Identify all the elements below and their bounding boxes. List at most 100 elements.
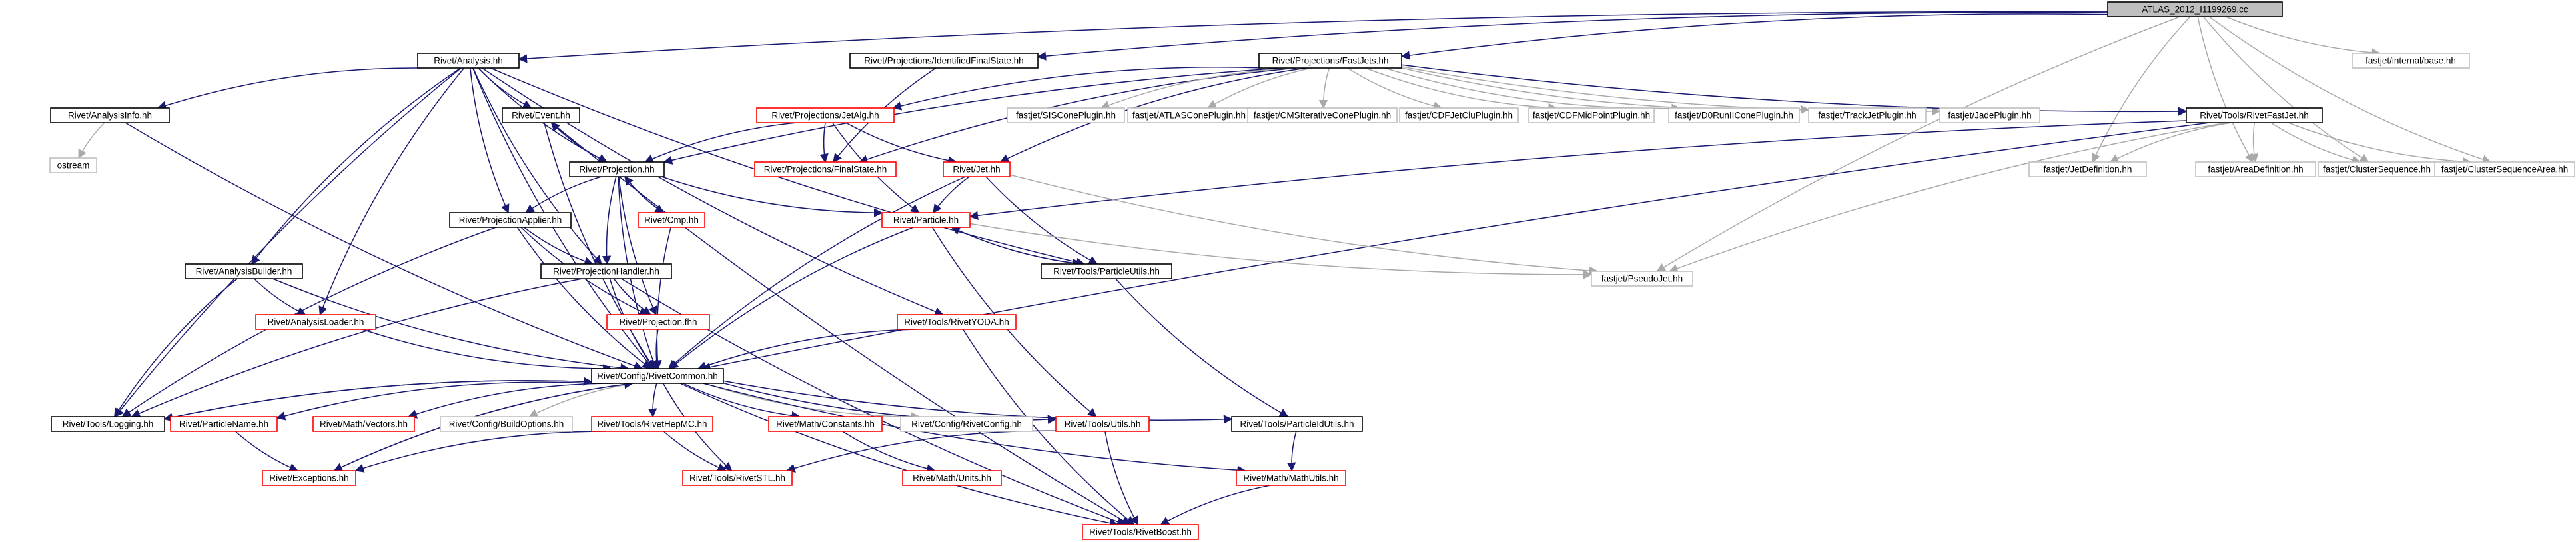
- edge-projection-to-projhandler: [602, 176, 617, 265]
- node-label: Rivet/Projections/IdentifiedFinalState.h…: [864, 56, 1023, 66]
- node-analysis[interactable]: Rivet/Analysis.hh: [417, 53, 520, 69]
- node-label: Rivet/Tools/RivetYODA.hh: [904, 317, 1009, 327]
- node-box: [49, 157, 97, 173]
- node-rivetcommon[interactable]: Rivet/Config/RivetCommon.hh: [591, 368, 724, 384]
- edge-rivethepmc-to-rivetstl: [663, 431, 727, 472]
- node-cmp[interactable]: Rivet/Cmp.hh: [638, 212, 705, 228]
- node-particleidutils[interactable]: Rivet/Tools/ParticleIdUtils.hh: [1231, 416, 1363, 432]
- node-exceptions[interactable]: Rivet/Exceptions.hh: [262, 470, 356, 486]
- node-jetalg[interactable]: Rivet/Projections/JetAlg.hh: [756, 107, 895, 123]
- edge-analysisbuilder-to-analysisloader: [254, 278, 306, 315]
- node-label: fastjet/JetDefinition.hh: [2044, 165, 2132, 175]
- edge-projapplier-to-projhandler: [524, 227, 594, 266]
- node-projhandler[interactable]: Rivet/ProjectionHandler.hh: [540, 263, 672, 279]
- node-box: [638, 212, 705, 228]
- node-label: fastjet/AreaDefinition.hh: [2208, 165, 2303, 175]
- node-box: [1231, 416, 1363, 432]
- node-box: [2186, 107, 2323, 123]
- node-rivetboost[interactable]: Rivet/Tools/RivetBoost.hh: [1082, 524, 1199, 540]
- node-box: [606, 314, 710, 330]
- edge-rivetyoda-to-rivetcommon: [697, 329, 917, 371]
- node-cdfjetclu: fastjet/CDFJetCluPlugin.hh: [1399, 107, 1519, 123]
- node-analysisloader[interactable]: Rivet/AnalysisLoader.hh: [255, 314, 376, 330]
- node-label: fastjet/D0RunIIConePlugin.hh: [1675, 111, 1793, 121]
- node-analysisbuilder[interactable]: Rivet/AnalysisBuilder.hh: [185, 263, 303, 279]
- edge-jet-to-particle: [933, 176, 970, 214]
- node-label: Rivet/Config/RivetConfig.hh: [911, 419, 1022, 429]
- node-analysisinfo[interactable]: Rivet/AnalysisInfo.hh: [50, 107, 170, 123]
- node-logging[interactable]: Rivet/Tools/Logging.hh: [51, 416, 165, 432]
- edge-analysis-to-logging: [115, 67, 462, 418]
- node-label: Rivet/Tools/RivetFastJet.hh: [2200, 111, 2309, 121]
- node-projectionfhh[interactable]: Rivet/Projection.fhh: [606, 314, 710, 330]
- edge-rivetfastjet-to-clusterseq: [2270, 122, 2361, 165]
- edge-rivetcommon-to-particlename: [276, 381, 592, 421]
- node-event[interactable]: Rivet/Event.hh: [502, 107, 580, 123]
- edge-projapplier-to-rivetcommon: [516, 227, 651, 369]
- node-mathutils[interactable]: Rivet/Math/MathUtils.hh: [1236, 470, 1346, 486]
- node-label: Rivet/Projection.hh: [579, 165, 654, 175]
- node-box: [943, 161, 1011, 177]
- edge-root-to-fastjets: [1400, 13, 2108, 60]
- node-atlascone: fastjet/ATLASConePlugin.hh: [1127, 107, 1251, 123]
- edge-projection-to-particle: [661, 176, 883, 217]
- node-box: [591, 368, 724, 384]
- node-idfs[interactable]: Rivet/Projections/IdentifiedFinalState.h…: [849, 53, 1039, 69]
- edge-analysisbuilder-to-rivetcommon: [272, 278, 630, 373]
- node-box: [682, 470, 793, 486]
- node-label: Rivet/ProjectionApplier.hh: [459, 215, 562, 225]
- node-fastjets[interactable]: Rivet/Projections/FastJets.hh: [1258, 53, 1402, 69]
- node-utils[interactable]: Rivet/Tools/Utils.hh: [1055, 416, 1150, 432]
- node-box: [255, 314, 376, 330]
- node-vectors[interactable]: Rivet/Math/Vectors.hh: [312, 416, 415, 432]
- node-rivethepmc[interactable]: Rivet/Tools/RivetHepMC.hh: [591, 416, 713, 432]
- node-particleutils[interactable]: Rivet/Tools/ParticleUtils.hh: [1041, 263, 1172, 279]
- node-label: Rivet/Exceptions.hh: [269, 473, 348, 483]
- node-root[interactable]: ATLAS_2012_I1199269.cc: [2107, 1, 2283, 17]
- edge-rivetcommon-to-rivetconfig: [704, 383, 921, 421]
- node-rivetyoda[interactable]: Rivet/Tools/RivetYODA.hh: [897, 314, 1017, 330]
- edge-fastjets-to-trackjet: [1401, 67, 1810, 115]
- node-box: [1247, 107, 1398, 123]
- edges-layer: [78, 11, 2491, 528]
- node-rivetfastjet[interactable]: Rivet/Tools/RivetFastJet.hh: [2186, 107, 2323, 123]
- node-label: Rivet/Tools/RivetBoost.hh: [1089, 527, 1192, 537]
- edge-projectionfhh-to-rivetcommon: [651, 329, 661, 370]
- node-clusterseqarea: fastjet/ClusterSequenceArea.hh: [2434, 161, 2575, 177]
- node-label: fastjet/ATLASConePlugin.hh: [1132, 111, 1246, 121]
- node-rivetstl[interactable]: Rivet/Tools/RivetSTL.hh: [682, 470, 793, 486]
- node-clusterseq: fastjet/ClusterSequence.hh: [2318, 161, 2436, 177]
- edge-utils-to-rivetstl: [786, 430, 1057, 473]
- node-jet[interactable]: Rivet/Jet.hh: [943, 161, 1011, 177]
- edge-jet-to-rivetcommon: [667, 176, 966, 369]
- node-box: [449, 212, 572, 228]
- node-cmsiter: fastjet/CMSIterativeConePlugin.hh: [1247, 107, 1398, 123]
- node-box: [540, 263, 672, 279]
- node-box: [900, 416, 1033, 432]
- node-particle[interactable]: Rivet/Particle.hh: [881, 212, 971, 228]
- node-box: [170, 416, 278, 432]
- edge-cmp-to-rivetcommon: [653, 227, 671, 370]
- node-label: Rivet/Cmp.hh: [644, 215, 699, 225]
- edge-fastjets-to-finalstate: [858, 67, 1296, 164]
- edge-analysis-to-projhandler: [472, 67, 602, 265]
- node-particlename[interactable]: Rivet/ParticleName.hh: [170, 416, 278, 432]
- edge-rivetcommon-to-vectors: [408, 383, 613, 419]
- node-constants[interactable]: Rivet/Math/Constants.hh: [768, 416, 883, 432]
- node-label: Rivet/Tools/Utils.hh: [1065, 419, 1141, 429]
- node-finalstate[interactable]: Rivet/Projections/FinalState.hh: [754, 161, 897, 177]
- node-box: [312, 416, 415, 432]
- edge-rivetfastjet-to-clusterseqarea: [2288, 122, 2472, 167]
- node-units[interactable]: Rivet/Math/Units.hh: [902, 470, 1002, 486]
- node-projection[interactable]: Rivet/Projection.hh: [569, 161, 665, 177]
- edge-fastjets-to-cdfmidpoint: [1365, 67, 1557, 113]
- edge-rivethepmc-to-exceptions: [354, 431, 606, 473]
- node-label: Rivet/Config/BuildOptions.hh: [449, 419, 564, 429]
- edge-root-to-fj_internal: [2226, 16, 2381, 57]
- node-label: fastjet/internal/base.hh: [2365, 56, 2456, 66]
- node-label: fastjet/CDFMidPointPlugin.hh: [1533, 111, 1650, 121]
- edge-rivetfastjet-to-rivetcommon: [701, 122, 2210, 372]
- node-projapplier[interactable]: Rivet/ProjectionApplier.hh: [449, 212, 572, 228]
- edge-constants-to-units: [842, 431, 936, 473]
